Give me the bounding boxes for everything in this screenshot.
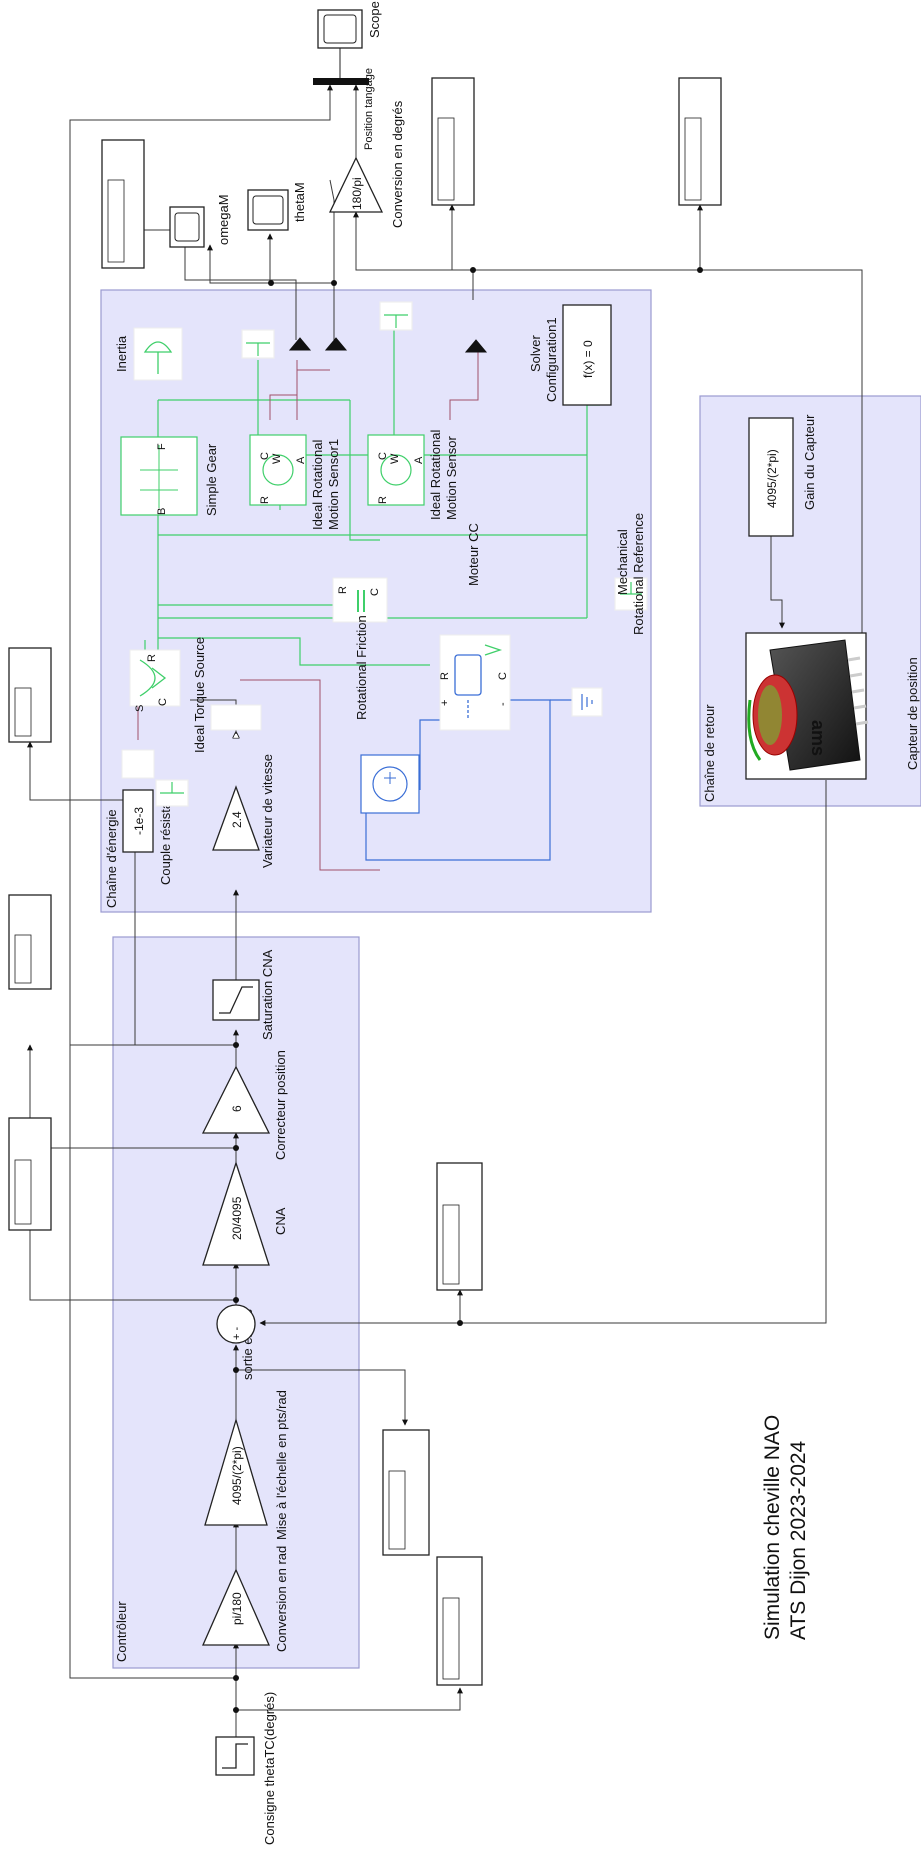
area-energie-label: Chaîne d'énergie: [104, 809, 119, 908]
motor-port-minus: -: [497, 702, 509, 706]
sensor1-ground-icon: [242, 330, 274, 358]
solver-label2: Configuration1: [544, 317, 559, 402]
solver-value: f(x) = 0: [581, 340, 595, 378]
sensor1-port-w: W: [271, 453, 283, 464]
cna-label: CNA: [273, 1207, 288, 1235]
motor-port-r: R: [439, 672, 451, 680]
conv-deg-label: Conversion en degrés: [390, 100, 405, 228]
scope-label: Scope: [367, 1, 382, 38]
gain-pi180-value: pi/180: [230, 1592, 244, 1625]
capteur-label: Capteur de position: [905, 657, 920, 770]
sensor-label2: Motion Sensor: [444, 436, 459, 520]
mech-ref-label1: Mechanical: [615, 529, 630, 595]
gain-4095-label: Mise à l'échelle en pts/rad: [274, 1390, 289, 1540]
torque-source-label: Ideal Torque Source: [192, 637, 207, 753]
simple-gear-block[interactable]: B F Simple Gear: [121, 437, 219, 516]
friction-port-r: R: [337, 586, 349, 594]
sensor1-label1: Ideal Rotational: [310, 440, 325, 530]
capteur-chip-text: ams: [808, 720, 828, 756]
sensor-port-a: A: [413, 456, 425, 464]
title-line2: ATS Dijon 2023-2024: [787, 1440, 810, 1640]
diagram-title: Simulation cheville NAO ATS Dijon 2023-2…: [761, 1415, 810, 1640]
correcteur-value: 6: [230, 1105, 244, 1112]
inertia-label: Inertia: [114, 335, 129, 372]
sensor-port-r: R: [377, 496, 389, 504]
sensor-ground-icon: [380, 302, 412, 330]
conv-deg-value: 180/pi: [350, 177, 364, 210]
converter-ps-block[interactable]: [211, 705, 261, 730]
gear-port-f: F: [156, 443, 168, 450]
sum-signs: + -: [231, 1327, 243, 1340]
cna-value: 20/4095: [230, 1196, 244, 1240]
omegaM-scope[interactable]: omegaM: [170, 194, 231, 247]
gain-4095-value: 4095/(2*pi): [230, 1446, 244, 1505]
friction-port-c: C: [369, 588, 381, 596]
gain-capteur-value: 4095/(2*pi): [765, 449, 779, 508]
simple-gear-label: Simple Gear: [204, 443, 219, 516]
main-scope[interactable]: Scope: [318, 1, 382, 78]
mux-bar[interactable]: [313, 78, 369, 85]
rot-friction-label: Rotational Friction: [354, 615, 369, 720]
area-controleur-label: Contrôleur: [114, 1601, 129, 1662]
torque-port-r: R: [146, 654, 158, 662]
motor-port-plus: +: [439, 700, 451, 706]
sum-block[interactable]: + -: [217, 1305, 255, 1343]
title-line1: Simulation cheville NAO: [761, 1415, 784, 1640]
thetaM-label: thetaM: [292, 182, 307, 222]
converter-ps-couple[interactable]: [122, 750, 154, 778]
correcteur-label: Correcteur position: [273, 1050, 288, 1160]
sensor-port-c: C: [377, 452, 389, 460]
motor-port-c: C: [497, 672, 509, 680]
sensor-port-w: W: [389, 453, 401, 464]
solver-label1: Solver: [528, 334, 543, 372]
gain-pi180-label: Conversion en rad: [274, 1546, 289, 1652]
sensor1-label2: Motion Sensor1: [326, 439, 341, 530]
gain-capteur-label: Gain du Capteur: [802, 414, 817, 510]
conv-deg-block[interactable]: 180/pi Conversion en degrés Position tan…: [330, 68, 405, 228]
variateur-value: 2.4: [230, 811, 244, 828]
couple-value: -1e-3: [132, 807, 146, 835]
saturation-label: Saturation CNA: [260, 949, 275, 1040]
consigne-label: Consigne thetaTC(degrés): [262, 1692, 277, 1845]
torque-ground-icon: [156, 780, 188, 806]
moteur-label: Moteur CC: [466, 523, 481, 586]
voltage-source-block[interactable]: [361, 755, 419, 813]
mech-ref-label2: Rotational Reference: [631, 513, 646, 635]
electrical-ground-icon: [572, 688, 602, 716]
torque-port-s: S: [134, 705, 146, 712]
gear-port-b: B: [156, 508, 168, 515]
sensor-label1: Ideal Rotational: [428, 430, 443, 520]
thetaM-scope[interactable]: thetaM: [248, 182, 307, 230]
sensor1-port-c: C: [259, 452, 271, 460]
sensor1-port-a: A: [295, 456, 307, 464]
area-retour-label: Chaîne de retour: [702, 704, 717, 802]
variateur-label: Variateur de vitesse: [260, 754, 275, 868]
omegaM-label: omegaM: [216, 194, 231, 245]
torque-port-c: C: [157, 698, 169, 706]
sensor1-port-r: R: [259, 496, 271, 504]
consigne-step-block[interactable]: Consigne thetaTC(degrés): [216, 1692, 277, 1845]
